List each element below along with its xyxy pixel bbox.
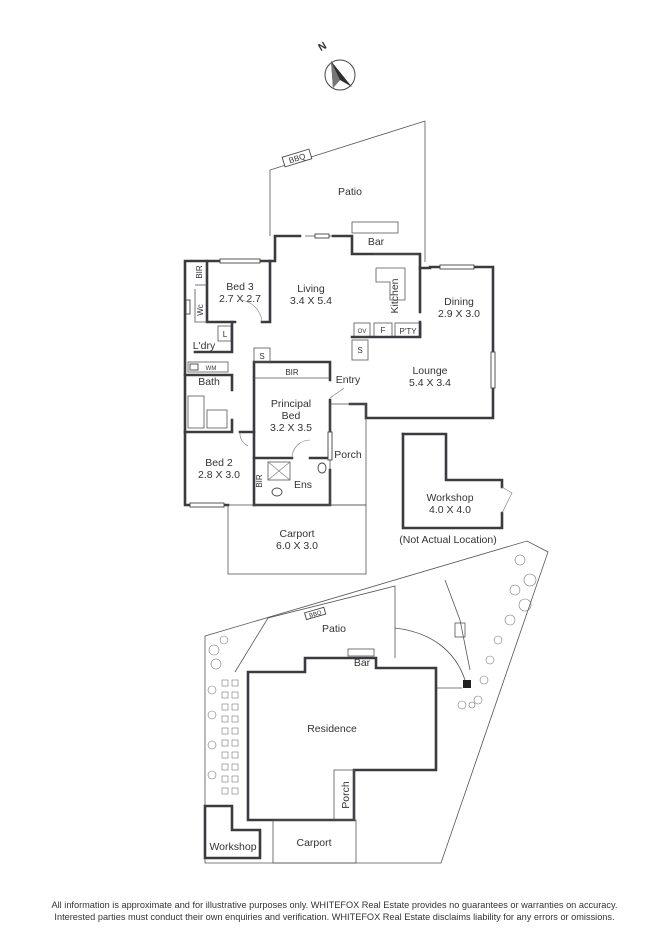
washing-machine-label: WM: [206, 366, 217, 372]
porch-label: Porch: [334, 449, 362, 461]
site-bbq: [304, 606, 327, 621]
bed3-size: 2.7 X 2.7: [219, 293, 261, 305]
compass: N: [316, 40, 356, 91]
carport-name: Carport: [279, 528, 314, 540]
driveway: [394, 627, 466, 681]
patio-outline: [269, 120, 426, 262]
entry-label: Entry: [336, 374, 361, 386]
meter-box: [463, 680, 471, 688]
floor-bar-label: Bar: [368, 236, 385, 248]
floor-plan: BBQ Patio Bar BIR Bed 3 2.7 X 2.7 Wc L L…: [183, 120, 513, 575]
carport-area: [227, 504, 367, 575]
bed3-door-swing: [239, 299, 263, 323]
bed3-name: Bed 3: [226, 281, 254, 293]
workshop-wall: [401, 432, 504, 489]
lounge-size: 5.4 X 3.4: [409, 377, 451, 389]
dining-name: Dining: [444, 296, 474, 308]
bed3-bir-label: BIR: [195, 265, 204, 279]
site-patio-label: Patio: [322, 623, 346, 635]
principal-name-2: Bed: [282, 410, 301, 422]
storage-hall: [253, 347, 271, 363]
site-workshop-label: Workshop: [209, 841, 256, 853]
living-name: Living: [297, 283, 325, 295]
principal-bir-label: BIR: [285, 368, 299, 377]
bbq-fixture: [281, 148, 313, 168]
bed2-door-swing: [239, 431, 249, 447]
pantry-label: P'TY: [399, 327, 417, 336]
kitchen-label: Kitchen: [389, 278, 401, 313]
principal-wall: [252, 360, 332, 434]
garden-beds: [221, 679, 239, 795]
site-carport-label: Carport: [296, 837, 331, 849]
bathtub: [187, 395, 205, 429]
vanity: [206, 409, 228, 429]
site-plan: BBQ Patio Bar Residence Porch Carport Wo…: [203, 540, 549, 864]
disclaimer-line-2: Interested parties must conduct their ow…: [54, 912, 615, 922]
bed2-size: 2.8 X 3.0: [198, 469, 240, 481]
bar-counter: [351, 221, 399, 234]
workshop-door-swing: [501, 486, 513, 514]
toilet: [271, 487, 283, 497]
entry-door-swing: [329, 387, 345, 399]
disclaimer: All information is approximate and for i…: [20, 899, 649, 923]
site-bar-label: Bar: [354, 657, 371, 669]
bath-label: Bath: [198, 376, 220, 388]
compass-north-label: N: [316, 40, 329, 54]
shower: [267, 461, 291, 481]
property-boundary: [204, 540, 549, 864]
fridge-label: F: [381, 326, 386, 335]
workshop-name: Workshop: [426, 492, 473, 504]
site-carport: [272, 819, 357, 864]
site-residence-label: Residence: [307, 723, 357, 735]
linen-label: L: [223, 330, 228, 339]
dining-size: 2.9 X 3.0: [438, 308, 480, 320]
workshop-note: (Not Actual Location): [399, 534, 496, 546]
bed2-bir-label: BIR: [255, 474, 264, 488]
principal-size: 3.2 X 3.5: [270, 422, 312, 434]
wc-label: Wc: [196, 304, 205, 316]
laundry-label: L'dry: [193, 340, 216, 352]
storage-hall-label: S: [259, 352, 264, 361]
shrub-icons: [207, 554, 537, 780]
site-workshop: [203, 804, 262, 860]
ensuite-door-swing: [291, 439, 311, 459]
kitchen-bench: [375, 267, 406, 301]
bed2-name: Bed 2: [205, 457, 233, 469]
site-porch-label: Porch: [340, 781, 352, 809]
workshop-size: 4.0 X 4.0: [429, 504, 471, 516]
storage-kitchen: [351, 339, 369, 361]
compass-ring: [324, 59, 356, 91]
living-size: 3.4 X 5.4: [290, 295, 332, 307]
ensuite-label: Ens: [294, 479, 312, 491]
carport-size: 6.0 X 3.0: [276, 540, 318, 552]
floor-patio-label: Patio: [338, 186, 362, 198]
site-bbq-label: BBQ: [309, 610, 323, 619]
principal-name-1: Principal: [271, 398, 311, 410]
oven-label: OV: [358, 329, 367, 335]
disclaimer-line-1: All information is approximate and for i…: [51, 900, 618, 910]
storage-kitchen-label: S: [357, 346, 362, 355]
lounge-name: Lounge: [412, 365, 447, 377]
